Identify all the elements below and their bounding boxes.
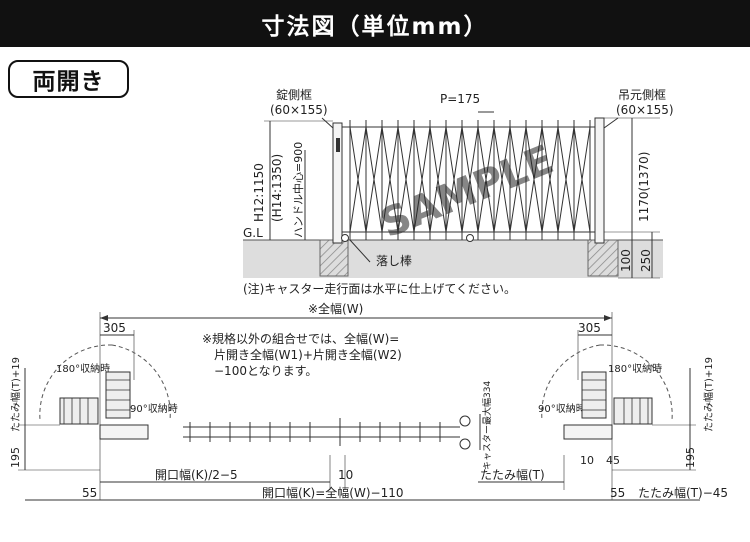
- handle-center-label: ハンドル中心=900: [292, 142, 305, 238]
- opening-full-label: 開口幅(K)=全幅(W)−110: [262, 485, 403, 500]
- dim-45-label: 45: [606, 454, 620, 467]
- right-fold-width-t19: たたみ幅(T)+19: [702, 357, 715, 432]
- dim-195-left: 195: [9, 447, 22, 468]
- left-swing-arc-180: [39, 344, 113, 421]
- hinge-side-frame-leader: [603, 117, 619, 129]
- height-h14-label: (H14:1350): [270, 154, 284, 222]
- left-folded-gate-90: [105, 371, 131, 419]
- right-swing-arc-180: [599, 344, 673, 421]
- caster-max-width: キャスター最大幅334: [481, 381, 493, 470]
- opening-type-label: 両開き: [32, 69, 105, 95]
- right-hinge-post: [563, 424, 613, 440]
- right-folded-gate-180: [613, 397, 653, 425]
- drop-rod-leader: [349, 239, 371, 263]
- left-fold-width-t19: たたみ幅(T)+19: [9, 357, 22, 432]
- elevation-view: SAMPLE 錠側框 (60×155) 吊元側框 (60×155) P=175 …: [243, 87, 674, 296]
- height-h12-label: H12:1150: [252, 163, 266, 222]
- ground-level-label: G.L: [243, 226, 263, 240]
- dim-10-right: 10: [580, 454, 594, 467]
- right-storage-90-label: 90°収納時: [538, 402, 586, 415]
- fold-width-minus45-label: たたみ幅(T)−45: [638, 485, 728, 500]
- gate-handle: [336, 138, 340, 152]
- combination-note-line2: 片開き全幅(W1)+片開き全幅(W2): [214, 347, 402, 362]
- right-folded-gate-90: [581, 371, 607, 419]
- lock-side-frame-size: (60×155): [270, 103, 328, 117]
- lock-side-frame-leader: [321, 117, 334, 129]
- left-folded-gate-180: [59, 397, 99, 425]
- drop-rod-label: 落し棒: [376, 254, 412, 268]
- left-hinge-post: [99, 424, 149, 440]
- right-swing-arc-90: [541, 344, 601, 421]
- right-height-label: 1170(1370): [637, 152, 651, 222]
- caster-surface-note: (注)キャスター走行面は水平に仕上げてください。: [243, 281, 516, 296]
- combination-note-line3: −100となります。: [214, 364, 317, 378]
- center-caster: [466, 234, 474, 242]
- dim-10-center: 10: [338, 468, 353, 482]
- dim-55-left: 55: [82, 486, 97, 500]
- page-header: 寸法図（単位mm）: [0, 0, 750, 47]
- opening-type-badge: 両開き: [8, 60, 129, 98]
- right-foundation: [587, 239, 619, 277]
- left-storage-180-label: 180°収納時: [56, 362, 110, 375]
- dim-250-label: 250: [639, 249, 653, 272]
- fold-width-label: たたみ幅(T): [480, 467, 545, 482]
- caster-wheel-bottom: [459, 438, 471, 450]
- left-caster: [341, 234, 349, 242]
- opening-half-label: 開口幅(K)/2−5: [155, 467, 238, 482]
- lock-side-frame-label: 錠側框: [276, 87, 312, 102]
- left-storage-90-label: 90°収納時: [130, 402, 178, 415]
- right-storage-180-label: 180°収納時: [608, 362, 662, 375]
- page-title: 寸法図（単位mm）: [261, 13, 489, 40]
- total-width-label: ※全幅(W): [308, 301, 363, 316]
- hinge-side-frame-size: (60×155): [616, 103, 674, 117]
- combination-note-line1: ※規格以外の組合せでは、全幅(W)=: [202, 331, 399, 346]
- dim-195-right: 195: [684, 447, 697, 468]
- pitch-label: P=175: [440, 92, 480, 106]
- gate-lattice: [342, 120, 595, 240]
- dim-55-right: 55: [610, 486, 625, 500]
- left-swing-arc-90: [111, 344, 171, 421]
- caster-wheel-top: [459, 415, 471, 427]
- right-frame-post: [594, 117, 605, 244]
- dim-100-label: 100: [619, 249, 633, 272]
- left-foundation: [319, 239, 349, 277]
- plan-view: ※全幅(W) 305 305 ※規格以外の組合せでは、全幅(W)= 片開き全幅(…: [9, 301, 728, 501]
- closed-gate-rails: [183, 418, 460, 446]
- dim-305-left: 305: [103, 321, 126, 335]
- dim-305-right: 305: [578, 321, 601, 335]
- hinge-side-frame-label: 吊元側框: [618, 88, 666, 102]
- left-frame-post: [332, 122, 343, 244]
